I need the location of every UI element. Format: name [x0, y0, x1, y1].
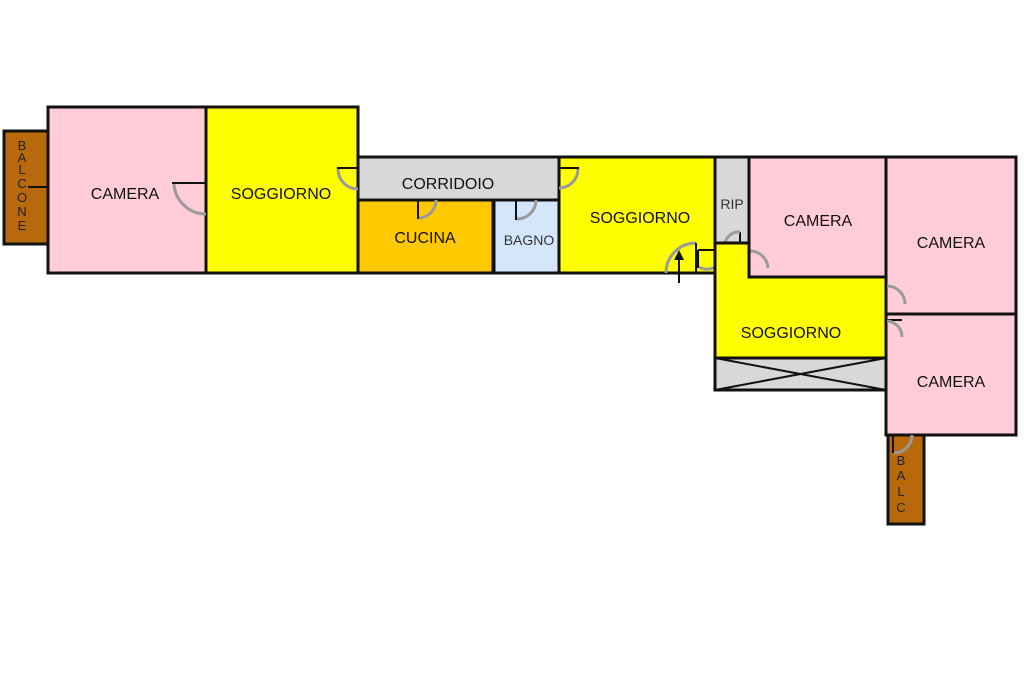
balcony-left-letter-3: L [18, 162, 25, 177]
room-corridoio: CORRIDOIO [356, 155, 561, 202]
room-soggiorno-2-label: SOGGIORNO [590, 210, 690, 227]
room-camera-2-label: CAMERA [784, 213, 853, 230]
door-bagno [515, 199, 538, 221]
door-entrance [664, 241, 697, 283]
room-soggiorno-1-label: SOGGIORNO [231, 186, 331, 203]
room-cucina: CUCINA [356, 198, 495, 275]
balcony-bottom: B A L C [886, 433, 926, 526]
balcony-bottom-letter-2: A [897, 468, 906, 483]
room-camera-1-label: CAMERA [91, 186, 160, 203]
balcony-bottom-letter-1: B [897, 453, 906, 468]
room-cucina-area [356, 198, 495, 275]
room-corridoio-label: CORRIDOIO [402, 176, 494, 193]
door-soggiorno-2-corridoio [558, 167, 580, 190]
room-ripostiglio-label: RIP [720, 196, 743, 212]
balcony-left-letter-6: N [17, 204, 26, 219]
crossed-area [713, 356, 888, 392]
room-soggiorno-3-label: SOGGIORNO [741, 325, 841, 342]
room-camera-4: CAMERA [884, 312, 1018, 437]
room-ripostiglio: RIP [713, 155, 751, 245]
room-camera-3: CAMERA [884, 155, 1018, 316]
room-camera-3-label: CAMERA [917, 235, 986, 252]
room-soggiorno-1: SOGGIORNO [204, 105, 360, 275]
door-balcony-bottom [892, 434, 914, 455]
room-bagno: BAGNO [492, 198, 561, 275]
door-camera-4 [886, 319, 904, 338]
door-cucina [417, 199, 438, 220]
room-bagno-area [492, 198, 561, 275]
room-camera-2: CAMERA [747, 155, 888, 279]
room-camera-1: CAMERA [46, 105, 208, 275]
entrance-arrow-icon [674, 250, 684, 260]
room-camera-4-label: CAMERA [917, 374, 986, 391]
room-ripostiglio-area [713, 155, 751, 245]
door-camera-3 [885, 284, 907, 305]
room-camera-4-area [884, 312, 1018, 437]
balcony-left-letter-5: O [17, 190, 27, 205]
door-camera-1 [172, 182, 207, 216]
room-soggiorno-1-area [204, 105, 360, 275]
balcony-left-letter-1: B [18, 138, 27, 153]
balcony-bottom-letter-4: C [896, 500, 905, 515]
room-bagno-label: BAGNO [504, 232, 555, 248]
balcony-left-letter-7: E [18, 218, 27, 233]
balcony-left-letter-4: C [17, 176, 26, 191]
balcony-left-letter-2: A [18, 150, 27, 165]
room-cucina-label: CUCINA [394, 230, 456, 247]
door-soggiorno-1 [336, 167, 359, 191]
room-soggiorno-2: SOGGIORNO [557, 155, 717, 275]
room-camera-3-area [884, 155, 1018, 316]
balcony-bottom-letter-3: L [897, 484, 904, 499]
